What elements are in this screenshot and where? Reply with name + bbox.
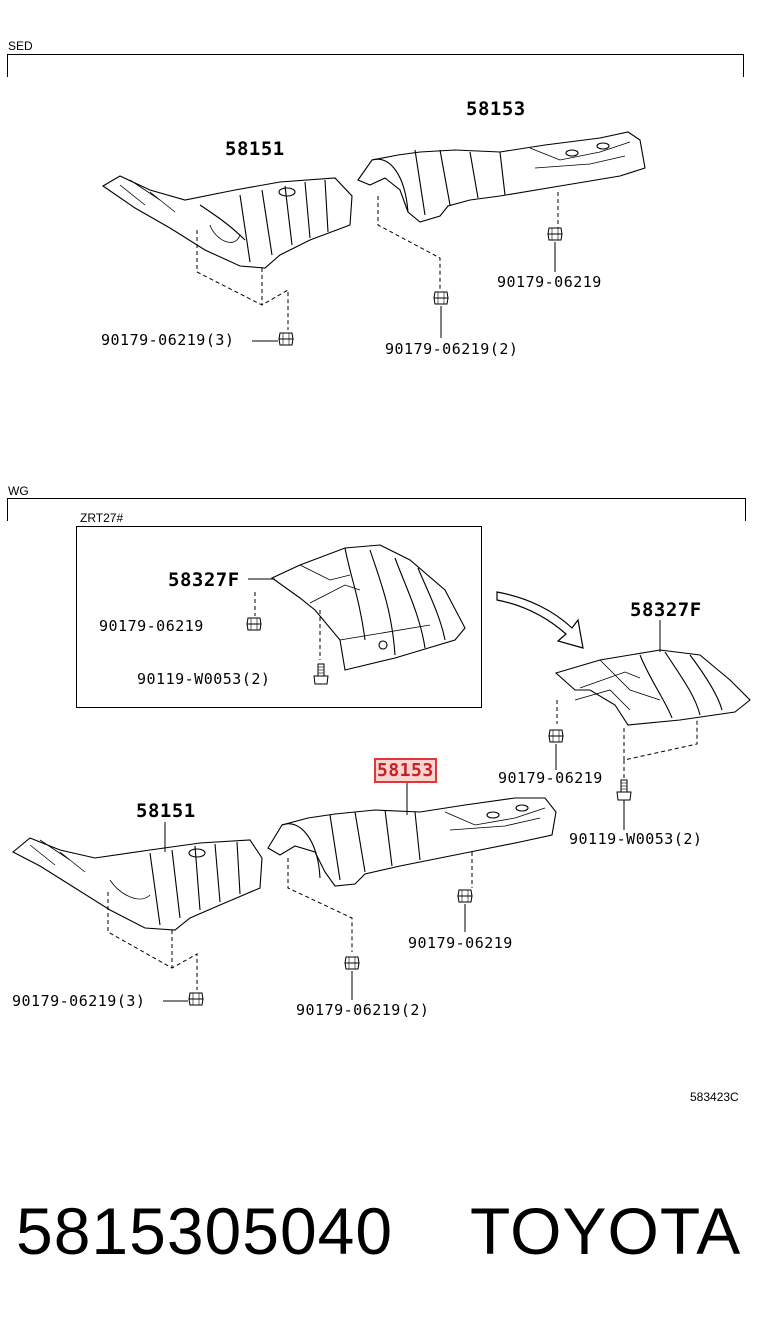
section-bracket-sed bbox=[7, 54, 744, 77]
footer-part-number: 5815305040 bbox=[16, 1194, 394, 1268]
inset-box-zrt27 bbox=[76, 526, 482, 708]
section-label-sed: SED bbox=[8, 39, 33, 53]
sed-shield-58151 bbox=[101, 175, 353, 269]
section-label-wg: WG bbox=[8, 484, 29, 498]
curved-arrow bbox=[496, 591, 584, 649]
fastener-label-wg-left-clips: 90179-06219(3) bbox=[12, 992, 146, 1010]
fastener-label-wg-upper-right-clip: 90179-06219 bbox=[498, 769, 603, 787]
fastener-label-wg-center-clip: 90179-06219 bbox=[408, 934, 513, 952]
fastener-label-inset-clip: 90179-06219 bbox=[99, 617, 204, 635]
sed-shield-58153 bbox=[357, 131, 646, 223]
part-label-sed-58153: 58153 bbox=[466, 98, 526, 120]
part-label-wg-58151: 58151 bbox=[136, 800, 196, 822]
inset-shield-58327f bbox=[270, 544, 466, 671]
footer-brand: TOYOTA bbox=[470, 1194, 742, 1268]
wg-shield-58327f bbox=[554, 649, 751, 726]
section-bracket-wg bbox=[7, 498, 746, 521]
part-label-wg-58153-highlighted[interactable]: 58153 bbox=[374, 758, 437, 783]
part-label-sed-58151: 58151 bbox=[225, 138, 285, 160]
wg-shield-58153 bbox=[267, 797, 557, 887]
part-label-inset-58327f: 58327F bbox=[168, 569, 240, 591]
fastener-label-inset-bolts: 90119-W0053(2) bbox=[137, 670, 271, 688]
fastener-label-wg-upper-right-bolts: 90119-W0053(2) bbox=[569, 830, 703, 848]
fastener-label-sed-right-clip: 90179-06219 bbox=[497, 273, 602, 291]
fastener-label-wg-center-clips-pair: 90179-06219(2) bbox=[296, 1001, 430, 1019]
inset-label-zrt27: ZRT27# bbox=[80, 511, 124, 525]
diagram-code: 583423C bbox=[690, 1090, 739, 1104]
wg-shield-58151 bbox=[12, 837, 263, 931]
fastener-label-sed-right-clips-pair: 90179-06219(2) bbox=[385, 340, 519, 358]
part-label-wg-58327f: 58327F bbox=[630, 599, 702, 621]
fastener-label-sed-left-clips: 90179-06219(3) bbox=[101, 331, 235, 349]
